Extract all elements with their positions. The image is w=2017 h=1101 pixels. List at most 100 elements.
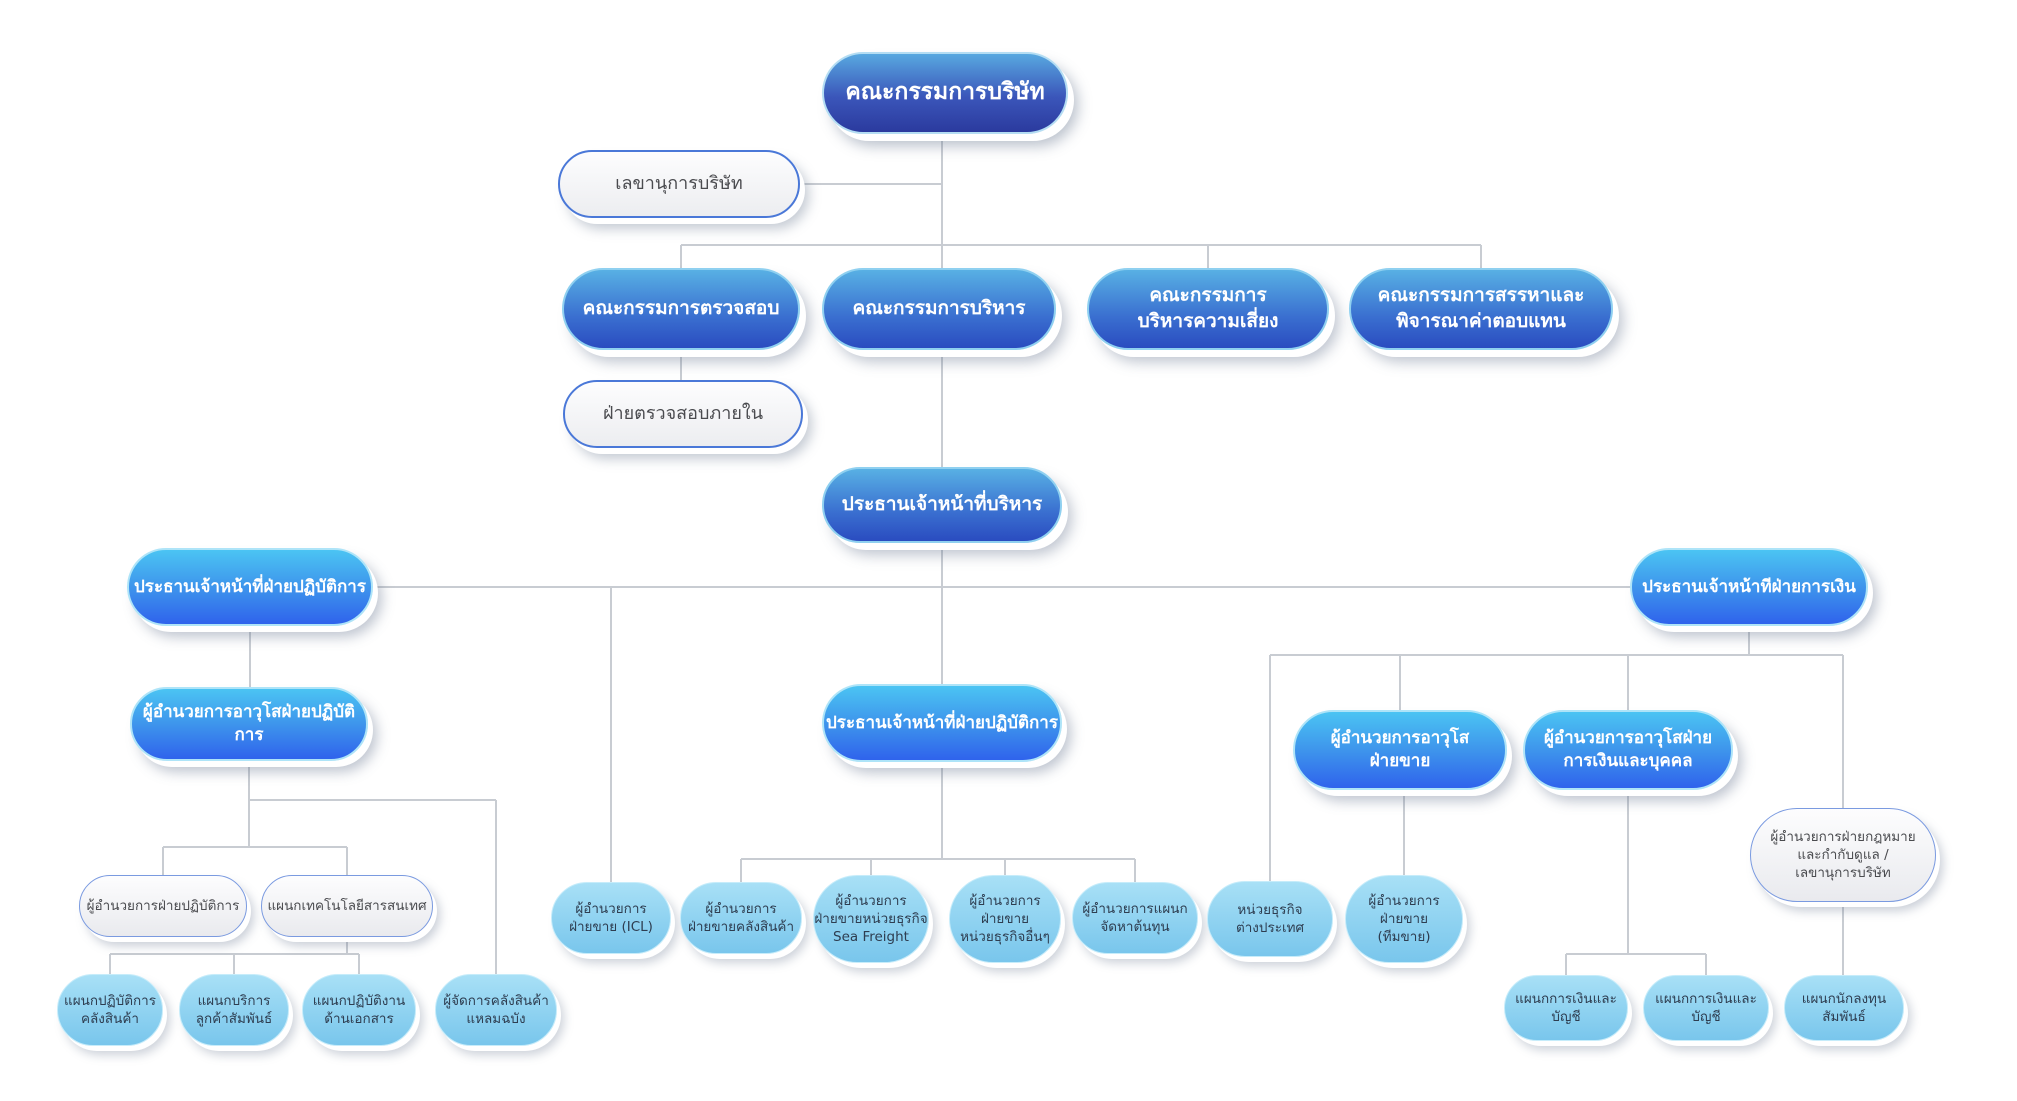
org-node-label: ผู้จัดการคลังสินค้า แหลมฉบัง: [443, 992, 549, 1027]
connector-line: [1627, 655, 1629, 710]
connector-line: [1399, 655, 1401, 710]
org-node-label: ฝ่ายตรวจสอบภายใน: [602, 402, 764, 424]
connector-line: [1270, 654, 1843, 656]
connector-line: [741, 858, 1135, 860]
org-node-label: ประธานเจ้าหน้าที่บริหาร: [841, 493, 1043, 516]
org-node-senior-ops: ผู้อำนวยการอาวุโสฝ่ายปฏิบัติการ: [130, 687, 368, 761]
org-node-label: ผู้อำนวยการอาวุโสฝ่าย การเงินและบุคคล: [1543, 728, 1713, 771]
org-node-label: คณะกรรมการตรวจสอบ: [582, 297, 780, 320]
org-node-senior-sales: ผู้อำนวยการอาวุโส ฝ่ายขาย: [1293, 710, 1507, 790]
org-node-sales-sea-freight: ผู้อำนวยการ ฝ่ายขายหน่วยธุรกิจ Sea Freig…: [813, 875, 929, 963]
connector-line: [680, 245, 682, 268]
connector-line: [679, 183, 942, 185]
connector-line: [1480, 245, 1482, 268]
org-node-label: ประธานเจ้าหน้าทีฝ่ายการเงิน: [1642, 576, 1856, 597]
org-node-label: แผนกบริการ ลูกค้าสัมพันธ์: [195, 992, 273, 1027]
org-node-label: แผนกการเงินและบัญชี: [1515, 990, 1617, 1025]
connector-line: [248, 800, 250, 847]
connector-line: [740, 859, 742, 882]
org-node-internal-audit: ฝ่ายตรวจสอบภายใน: [563, 380, 803, 448]
org-node-legal-director: ผู้อำนวยการฝ่ายกฎหมาย และกำกับดูแล / เลข…: [1750, 808, 1936, 902]
org-node-customer-service: แผนกบริการ ลูกค้าสัมพันธ์: [179, 974, 289, 1046]
connector-line: [163, 846, 347, 848]
org-node-ceo: ประธานเจ้าหน้าที่บริหาร: [822, 467, 1062, 543]
org-node-laem-chabang-wh: ผู้จัดการคลังสินค้า แหลมฉบัง: [435, 974, 557, 1046]
connector-line: [681, 244, 1481, 246]
org-node-label: ผู้อำนวยการอาวุโส ฝ่ายขาย: [1330, 728, 1470, 771]
org-node-label: ผู้อำนวยการ ฝ่ายขาย (ทีมขาย): [1368, 892, 1440, 946]
connector-line: [1842, 902, 1844, 975]
org-node-label: แผนกปฏิบัติงาน ด้านเอกสาร: [312, 992, 406, 1027]
org-node-sales-warehouse: ผู้อำนวยการ ฝ่ายขายคลังสินค้า: [680, 882, 802, 954]
connector-line: [870, 859, 872, 875]
connector-line: [1134, 859, 1136, 882]
org-node-label: คณะกรรมการ บริหารความเสี่ยง: [1137, 284, 1279, 332]
org-node-risk-committee: คณะกรรมการ บริหารความเสี่ยง: [1087, 268, 1329, 350]
connector-line: [346, 847, 348, 875]
org-node-secretary: เลขานุการบริษัท: [558, 150, 800, 218]
org-node-label: แผนกการเงินและบัญชี: [1655, 990, 1757, 1025]
connector-line: [1748, 626, 1750, 655]
connector-line: [346, 937, 348, 954]
connector-line: [1842, 655, 1844, 808]
org-node-coo-left: ประธานเจ้าหน้าที่ฝ่ายปฏิบัติการ: [127, 548, 373, 626]
org-node-intl-business-unit: หน่วยธุรกิจ ต่างประเทศ: [1207, 881, 1333, 957]
org-node-label: ผู้อำนวยการ ฝ่ายขาย (ICL): [569, 900, 653, 935]
org-node-label: ผู้อำนวยการอาวุโสฝ่ายปฏิบัติการ: [142, 702, 356, 745]
org-node-label: แผนกนักลงทุนสัมพันธ์: [1801, 990, 1887, 1025]
connector-line: [1403, 790, 1405, 875]
org-node-cost-procurement: ผู้อำนวยการแผนก จัดหาต้นทุน: [1072, 882, 1198, 954]
org-node-label: คณะกรรมการบริษัท: [845, 79, 1045, 106]
org-node-senior-finance: ผู้อำนวยการอาวุโสฝ่าย การเงินและบุคคล: [1523, 710, 1733, 790]
org-node-sales-team: ผู้อำนวยการ ฝ่ายขาย (ทีมขาย): [1345, 875, 1463, 963]
connector-line: [233, 954, 235, 974]
org-node-label: ผู้อำนวยการ ฝ่ายขายหน่วยธุรกิจ Sea Freig…: [814, 892, 928, 946]
connector-line: [1565, 954, 1567, 975]
org-node-document-ops: แผนกปฏิบัติงาน ด้านเอกสาร: [302, 974, 416, 1046]
org-node-investor-relations: แผนกนักลงทุนสัมพันธ์: [1784, 975, 1904, 1041]
connector-line: [249, 799, 496, 801]
org-node-nomination-committee: คณะกรรมการสรรหาและ พิจารณาค่าตอบแทน: [1349, 268, 1613, 350]
connector-line: [610, 588, 612, 882]
org-node-wh-operations: แผนกปฏิบัติการ คลังสินค้า: [57, 974, 163, 1046]
org-node-label: คณะกรรมการสรรหาและ พิจารณาค่าตอบแทน: [1377, 284, 1585, 332]
connector-line: [495, 800, 497, 974]
org-node-board: คณะกรรมการบริษัท: [822, 52, 1068, 134]
connector-line: [162, 847, 164, 875]
connector-line: [1207, 245, 1209, 268]
org-node-finance-acc-2: แผนกการเงินและบัญชี: [1643, 975, 1769, 1041]
connector-line: [249, 626, 251, 687]
connector-line: [941, 762, 943, 859]
org-node-cfo: ประธานเจ้าหน้าทีฝ่ายการเงิน: [1630, 548, 1868, 626]
connector-line: [290, 586, 1700, 588]
org-node-label: แผนกปฏิบัติการ คลังสินค้า: [64, 992, 156, 1027]
connector-line: [941, 543, 943, 684]
org-node-coo-center: ประธานเจ้าหน้าที่ฝ่ายปฏิบัติการ: [822, 684, 1062, 762]
org-node-finance-acc-1: แผนกการเงินและบัญชี: [1504, 975, 1628, 1041]
org-node-ops-director: ผู้อำนวยการฝ่ายปฏิบัติการ: [79, 875, 247, 937]
connector-line: [1627, 790, 1629, 954]
connector-line: [109, 954, 111, 974]
org-node-sales-other-bu: ผู้อำนวยการ ฝ่ายขาย หน่วยธุรกิจอื่นๆ: [949, 875, 1061, 963]
org-node-label: ผู้อำนวยการ ฝ่ายขาย หน่วยธุรกิจอื่นๆ: [960, 892, 1050, 946]
org-node-label: คณะกรรมการบริหาร: [852, 297, 1026, 320]
connector-line: [1269, 655, 1271, 881]
org-node-label: ผู้อำนวยการฝ่ายกฎหมาย และกำกับดูแล / เลข…: [1770, 828, 1916, 882]
org-node-label: ผู้อำนวยการ ฝ่ายขายคลังสินค้า: [687, 900, 795, 935]
org-node-label: แผนกเทคโนโลยีสารสนเทศ: [267, 897, 427, 914]
org-node-audit-committee: คณะกรรมการตรวจสอบ: [562, 268, 800, 350]
org-node-sales-icl: ผู้อำนวยการ ฝ่ายขาย (ICL): [551, 882, 671, 954]
org-node-label: หน่วยธุรกิจ ต่างประเทศ: [1235, 901, 1305, 936]
connector-line: [1705, 954, 1707, 975]
org-node-label: ประธานเจ้าหน้าที่ฝ่ายปฏิบัติการ: [134, 576, 366, 597]
connector-line: [248, 761, 250, 800]
connector-line: [680, 350, 682, 380]
connector-line: [1566, 953, 1706, 955]
org-node-it-dept: แผนกเทคโนโลยีสารสนเทศ: [261, 875, 433, 937]
org-node-label: ผู้อำนวยการฝ่ายปฏิบัติการ: [86, 897, 240, 914]
connector-line: [1004, 859, 1006, 875]
org-node-label: ประธานเจ้าหน้าที่ฝ่ายปฏิบัติการ: [826, 712, 1058, 733]
org-node-label: เลขานุการบริษัท: [615, 172, 743, 194]
org-node-label: ผู้อำนวยการแผนก จัดหาต้นทุน: [1082, 900, 1188, 935]
